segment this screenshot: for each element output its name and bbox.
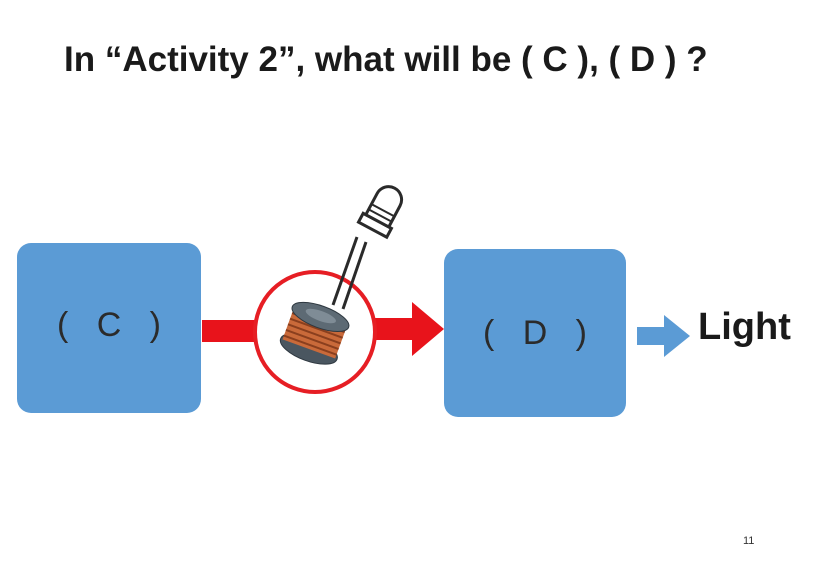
box-d-label: ( D ) [483, 313, 587, 352]
led-with-inductor-coil-icon [279, 185, 404, 365]
output-label: Light [698, 306, 791, 348]
slide-title: In “Activity 2”, what will be ( C ), ( D… [64, 40, 708, 79]
box-d: ( D ) [444, 249, 626, 417]
box-c: ( C ) [17, 243, 201, 413]
right-arrow-icon [637, 315, 690, 357]
box-c-label: ( C ) [57, 305, 161, 344]
page-number: 11 [743, 535, 755, 547]
red-arrow-to-d [366, 302, 444, 356]
red-input-bar [202, 320, 264, 342]
